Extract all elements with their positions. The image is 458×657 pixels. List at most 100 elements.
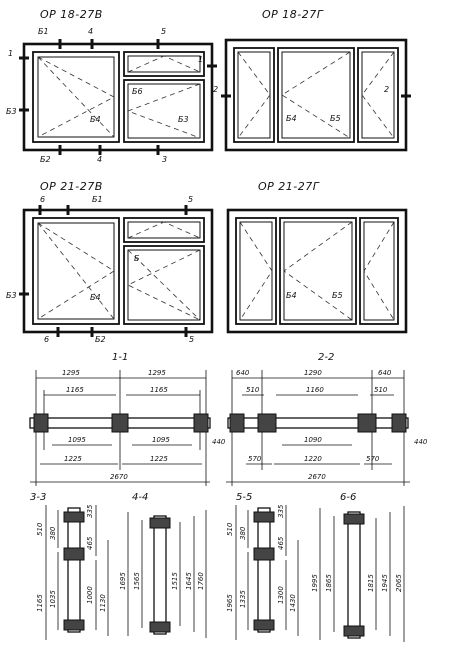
dimension-value: 1095: [68, 436, 86, 444]
dimension-value: 1165: [66, 386, 84, 394]
mark-label: Б4: [90, 115, 101, 124]
sash-center: [279, 217, 357, 325]
profile-node: [63, 547, 85, 561]
opening-mark: [37, 222, 115, 320]
profile-node: [357, 413, 377, 433]
profile-node: [193, 413, 209, 433]
profile-node: [149, 517, 171, 529]
dimension-value: 1865: [325, 574, 333, 592]
window-title: ОР 18-27Г: [262, 8, 324, 21]
sash-right: [357, 47, 399, 143]
mark-label: Б1: [92, 195, 103, 204]
section-title: 6-6: [340, 492, 356, 503]
sash-transom: [123, 51, 205, 77]
profile-node: [343, 625, 365, 637]
mark-label: 4: [97, 155, 102, 164]
sash-left: [32, 217, 120, 325]
dimension-value: 380: [49, 526, 57, 540]
dimension-value: 1565: [133, 572, 141, 590]
glazing-right: [127, 249, 201, 321]
section-title: 2-2: [318, 352, 334, 363]
mark-label: 6: [44, 335, 49, 344]
opening-mark: [37, 56, 115, 138]
sash-left: [233, 47, 275, 143]
window-or-21-27v: ОР 21-27В 6 Б1 5 Б Б3 Б4 6 Б2 5: [6, 180, 214, 344]
dimension-value: 570: [366, 455, 380, 463]
dimension-value: 465: [277, 536, 285, 550]
mark-label: Б5: [330, 114, 341, 123]
dimension-value: 1295: [148, 369, 166, 377]
dimension-value: 570: [248, 455, 262, 463]
dimension-value: 1160: [306, 386, 324, 394]
profile-body: [153, 515, 167, 635]
dimension-value: 1290: [304, 369, 322, 377]
profile-node: [253, 619, 275, 631]
dimension-value: 640: [236, 369, 250, 377]
mark-label: Б1: [38, 27, 49, 36]
outer-frame: [22, 42, 214, 152]
profile-body: [257, 507, 271, 633]
profile-node: [253, 547, 275, 561]
section-title: 3-3: [30, 492, 46, 503]
mark-label: Б3: [6, 107, 17, 116]
glazing-transom: [127, 221, 201, 239]
section-title: 5-5: [236, 492, 252, 503]
dimension-value: 1225: [64, 455, 82, 463]
mark-label: Б3: [178, 115, 189, 124]
dimension-value: 1165: [150, 386, 168, 394]
profile-node: [257, 413, 277, 433]
dimension-value: 1000: [86, 586, 94, 604]
profile-node: [343, 513, 365, 525]
mark-label: Б4: [286, 114, 297, 123]
glazing-center: [283, 221, 353, 321]
dimension-value: 510: [374, 386, 388, 394]
profile-body: [67, 507, 81, 633]
opening-mark: [127, 221, 201, 239]
dimension-value: 1335: [239, 590, 247, 608]
section-5-5: 5-5 335 510 380 465 1965 1335 1300 1430: [226, 492, 299, 640]
window-or-18-27g: ОР 18-27Г 2 Б4 Б5 2: [213, 8, 411, 152]
mark-label: Б2: [40, 155, 51, 164]
profile-body: [227, 417, 409, 429]
sash-right: [123, 79, 205, 143]
dimension-value: 1945: [381, 574, 389, 592]
window-title: ОР 21-27В: [40, 180, 103, 193]
window-title: ОР 18-27В: [40, 8, 103, 21]
sash-transom: [123, 217, 205, 243]
glazing-transom: [127, 55, 201, 73]
dimension-value: 1295: [62, 369, 80, 377]
dimension-value: 1225: [150, 455, 168, 463]
dimension-value: 1300: [277, 586, 285, 604]
mark-label: 5: [161, 27, 166, 36]
opening-mark: [239, 221, 273, 321]
dimension-value: 2065: [395, 574, 403, 592]
profile-node: [63, 619, 85, 631]
profile-node: [229, 413, 245, 433]
profile-node: [149, 621, 171, 633]
dimension-value: 1695: [119, 572, 127, 590]
mark-label: 4: [88, 27, 93, 36]
dimension-value: 640: [378, 369, 392, 377]
sash-right: [359, 217, 399, 325]
section-3-3: 3-3 335 510 380 465 1165 1035 1000 1130: [30, 492, 109, 640]
dimension-value: 1645: [185, 572, 193, 590]
mark-label: 3: [162, 155, 167, 164]
mark-label: Б6: [132, 87, 143, 96]
mark-label: 2: [384, 85, 389, 94]
mark-label: Б: [134, 254, 140, 263]
outer-frame: [226, 208, 408, 334]
mark-label: Б3: [6, 291, 17, 300]
window-or-21-27g: ОР 21-27Г Б4 Б5: [226, 180, 408, 334]
section-6-6: 6-6 1995 1865 1815 1945 2065: [311, 492, 405, 642]
opening-mark: [283, 221, 353, 321]
dimension-value: 440: [212, 438, 226, 446]
section-title: 4-4: [132, 492, 148, 503]
dimension-value: 2670: [308, 473, 326, 481]
opening-mark: [37, 222, 115, 320]
opening-mark: [37, 56, 115, 138]
profile-node: [391, 413, 407, 433]
dimension-value: 510: [226, 522, 234, 536]
window-title: ОР 21-27Г: [258, 180, 320, 193]
dimension-value: 1095: [152, 436, 170, 444]
mark-label: 1: [8, 49, 13, 58]
